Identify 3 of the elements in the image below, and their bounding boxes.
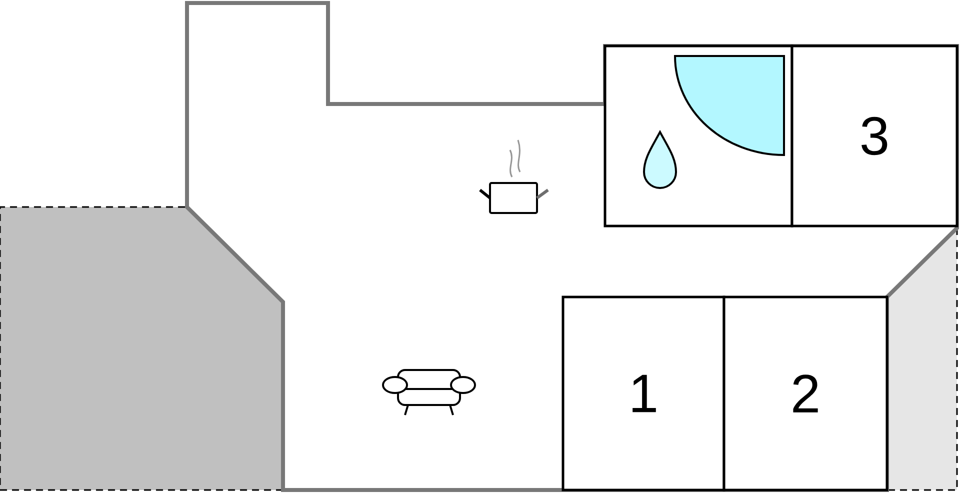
room-box: 1 bbox=[562, 296, 726, 492]
room-box: 2 bbox=[722, 296, 888, 492]
room-box: 3 bbox=[790, 44, 958, 228]
